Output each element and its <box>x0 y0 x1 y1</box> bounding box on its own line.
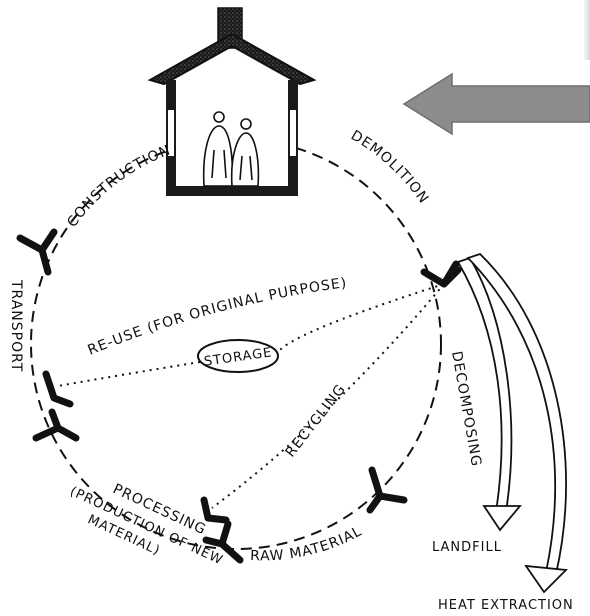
reuse-label: RE-USE (FOR ORIGINAL PURPOSE) <box>86 275 349 359</box>
recycling-label: RECYCLING <box>283 381 350 460</box>
right-window <box>290 110 296 156</box>
edge-strip <box>584 0 590 60</box>
arrowhead-raw-material <box>366 466 408 514</box>
arrowhead-reuse <box>42 370 74 408</box>
demolition-label: DEMOLITION <box>348 128 432 207</box>
arrowhead-processing <box>202 520 244 564</box>
landfill-arrow-head <box>482 505 522 532</box>
heat-arrow-head <box>524 564 568 594</box>
storage-label: STORAGE <box>203 345 273 369</box>
raw-material-label: RAW MATERIAL <box>250 523 365 564</box>
construction-label: CONSTRUCTION <box>64 142 173 230</box>
arrowhead-construction <box>16 228 58 276</box>
arrowhead-transport <box>32 408 80 442</box>
people-icon <box>202 111 260 187</box>
roof-shape <box>147 32 317 86</box>
floor <box>166 186 298 196</box>
recycling-flow <box>211 283 445 509</box>
left-window <box>168 110 174 156</box>
lifecycle-circle <box>30 138 442 550</box>
arrowhead-demolition-tip <box>440 266 462 288</box>
heat-extraction-label: HEAT EXTRACTION <box>438 598 574 613</box>
input-arrow <box>402 72 590 136</box>
landfill-label: LANDFILL <box>432 540 502 555</box>
transport-label: TRANSPORT <box>8 279 24 372</box>
disposal-arrows <box>456 252 568 594</box>
decomposing-label: DECOMPOSING <box>448 350 484 468</box>
circle-arrowheads <box>16 228 462 564</box>
storage-ellipse <box>197 339 279 373</box>
reuse-flow <box>279 283 445 351</box>
reuse-flow-left <box>57 361 201 387</box>
house-icon <box>147 7 317 196</box>
arrowhead-recycling <box>200 496 230 524</box>
